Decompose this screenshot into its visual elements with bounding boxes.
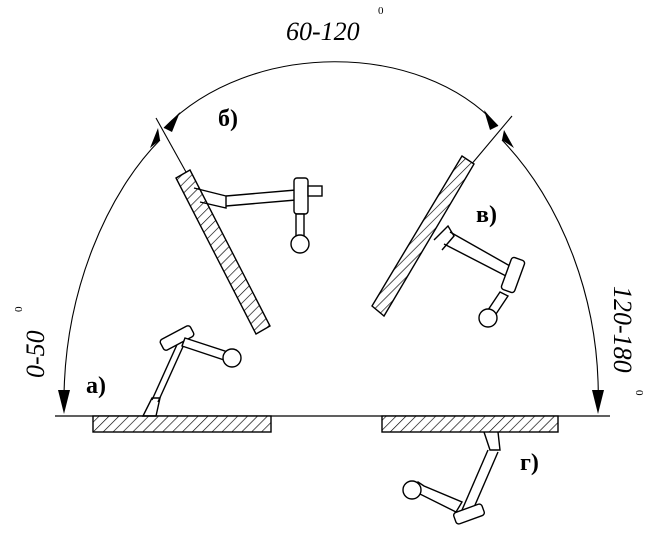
arrow-top-right [484,110,498,130]
angle-degree-top: 0 [378,5,384,17]
position-a [92,325,272,433]
angle-arcs [63,61,599,411]
top-arc [163,61,499,129]
position-label-v: в) [476,202,497,228]
plate-v [371,155,475,318]
plate-b [175,169,271,335]
extension-line-v [469,115,513,167]
position-b [175,169,323,335]
angle-degree-right: 0 [633,390,645,396]
electrode-holder-v [433,224,526,328]
position-label-g: г) [520,450,539,476]
position-g [381,415,559,525]
arrow-right-bottom [592,390,604,414]
angle-degree-left: 0 [13,306,25,312]
angle-label-left: 0-50 [21,330,50,378]
electrode-holder-b [193,177,323,254]
electrode-holder-a [141,325,242,417]
electrode-holder-g [402,431,501,525]
arrow-right-top [502,130,514,148]
right-arc [501,139,599,411]
plate-g [381,415,559,433]
plate-a [92,415,272,433]
arrow-left-bottom [58,390,70,414]
position-label-a: а) [86,373,106,399]
left-arc [63,139,161,411]
angle-label-right: 120-180 [608,286,637,373]
angle-label-top: 60-120 [286,17,360,46]
position-label-b: б) [218,106,238,132]
position-v [371,155,526,328]
arrow-left-top [150,128,160,148]
arrowheads [58,110,604,414]
arrow-top-left [164,112,180,132]
extension-line-b [155,117,187,173]
